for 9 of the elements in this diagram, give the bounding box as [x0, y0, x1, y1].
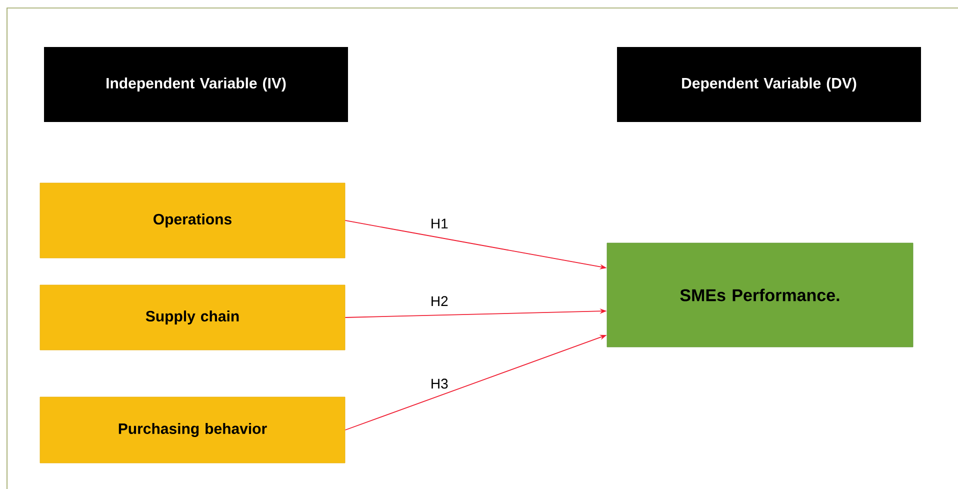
outcome-box: SMEs Performance. [606, 242, 914, 348]
variable-box: Purchasing behavior [40, 396, 346, 464]
heading-box: Dependent Variable (DV) [617, 47, 921, 122]
variable-box: Operations [40, 182, 346, 258]
edge-label: H3 [429, 378, 450, 390]
edge-label: H1 [429, 218, 450, 230]
edge-label: H2 [429, 295, 450, 307]
heading-box: Independent Variable (IV) [44, 47, 348, 122]
variable-box: Supply chain [40, 284, 346, 350]
